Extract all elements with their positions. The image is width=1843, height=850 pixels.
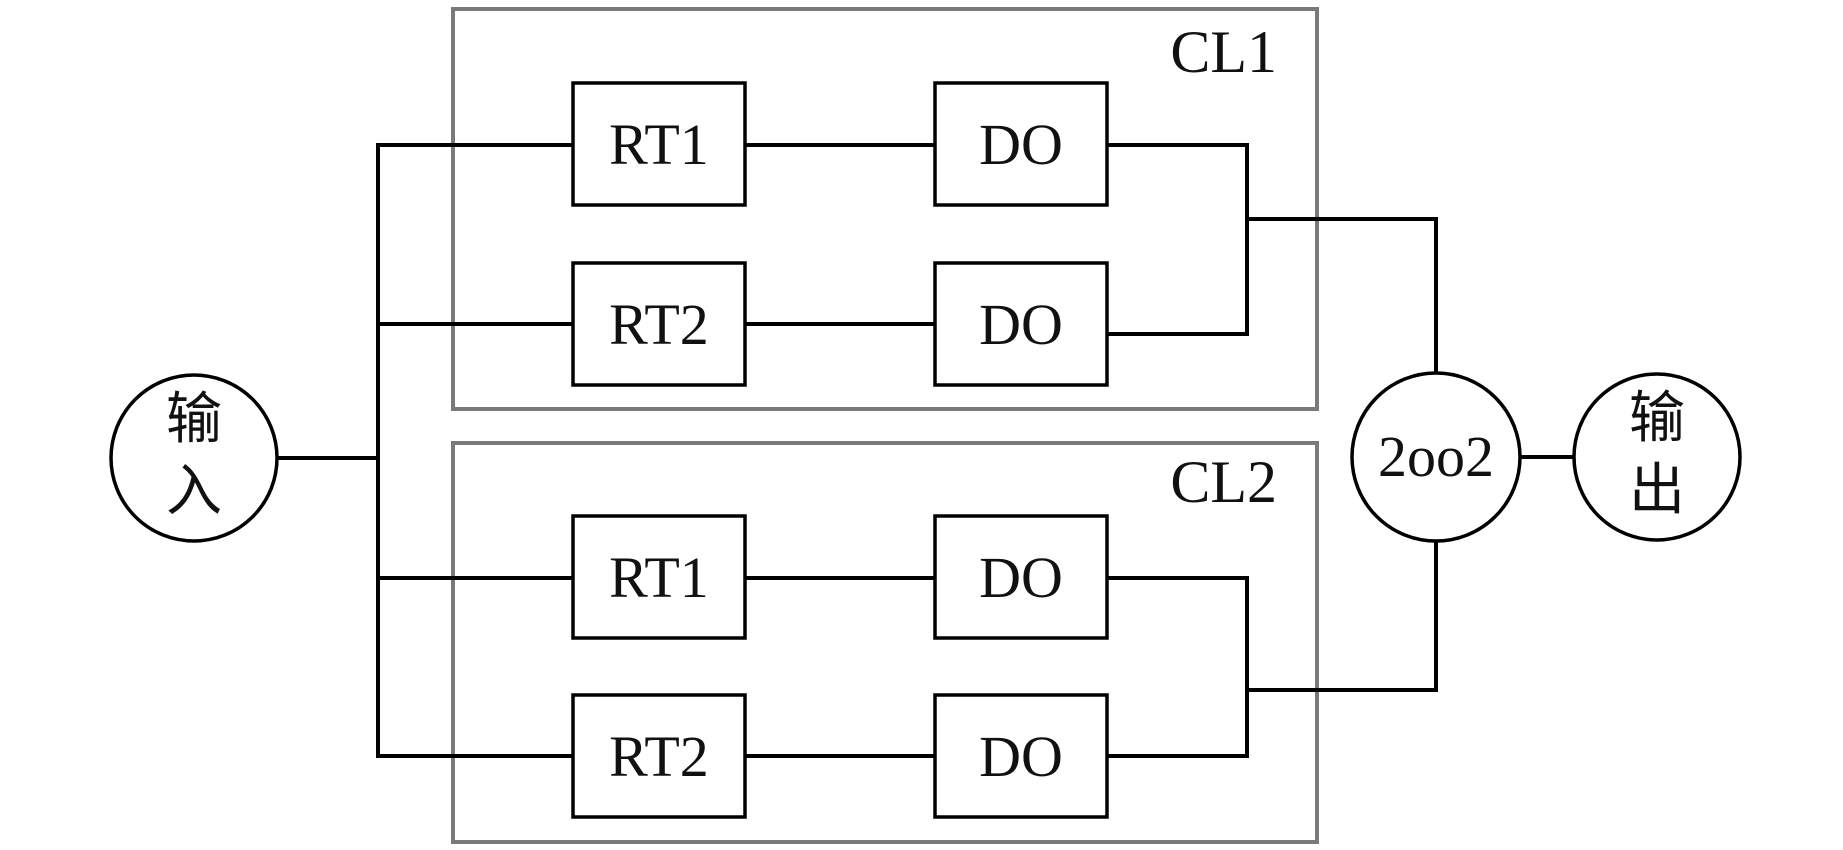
cl1-do2-label: DO bbox=[979, 292, 1063, 357]
input-label-line2: 入 bbox=[166, 459, 222, 524]
channel-cl1-frame bbox=[451, 7, 1319, 411]
cl2-do1-box bbox=[933, 514, 1109, 640]
voter-2oo2-node bbox=[1350, 371, 1522, 543]
output-label-line1: 输 bbox=[1629, 386, 1685, 451]
channel-cl2-label: CL2 bbox=[1170, 449, 1277, 515]
cl2-rt1-label: RT1 bbox=[609, 545, 709, 610]
cl1-rt1-box bbox=[571, 81, 747, 207]
connection-wires bbox=[275, 143, 1576, 758]
output-node bbox=[1572, 372, 1742, 542]
cl2-do2-label: DO bbox=[979, 724, 1063, 789]
cl1-do1-label: DO bbox=[979, 112, 1063, 177]
cl1-rt2-label: RT2 bbox=[609, 292, 709, 357]
cl1-do2-box bbox=[933, 261, 1109, 387]
cl2-rt2-box bbox=[571, 693, 747, 819]
cl1-rt1-label: RT1 bbox=[609, 112, 709, 177]
cl2-do2-box bbox=[933, 693, 1109, 819]
cl1-do1-box bbox=[933, 81, 1109, 207]
input-label-line1: 输 bbox=[166, 387, 222, 452]
cl2-do1-label: DO bbox=[979, 545, 1063, 610]
voter-label: 2oo2 bbox=[1378, 424, 1494, 489]
cl2-rt1-box bbox=[571, 514, 747, 640]
input-node bbox=[109, 373, 279, 543]
channel-cl2-frame bbox=[451, 441, 1319, 844]
output-label-line2: 出 bbox=[1629, 458, 1685, 523]
cl1-rt2-box bbox=[571, 261, 747, 387]
cl2-rt2-label: RT2 bbox=[609, 724, 709, 789]
channel-cl1-label: CL1 bbox=[1170, 19, 1277, 85]
